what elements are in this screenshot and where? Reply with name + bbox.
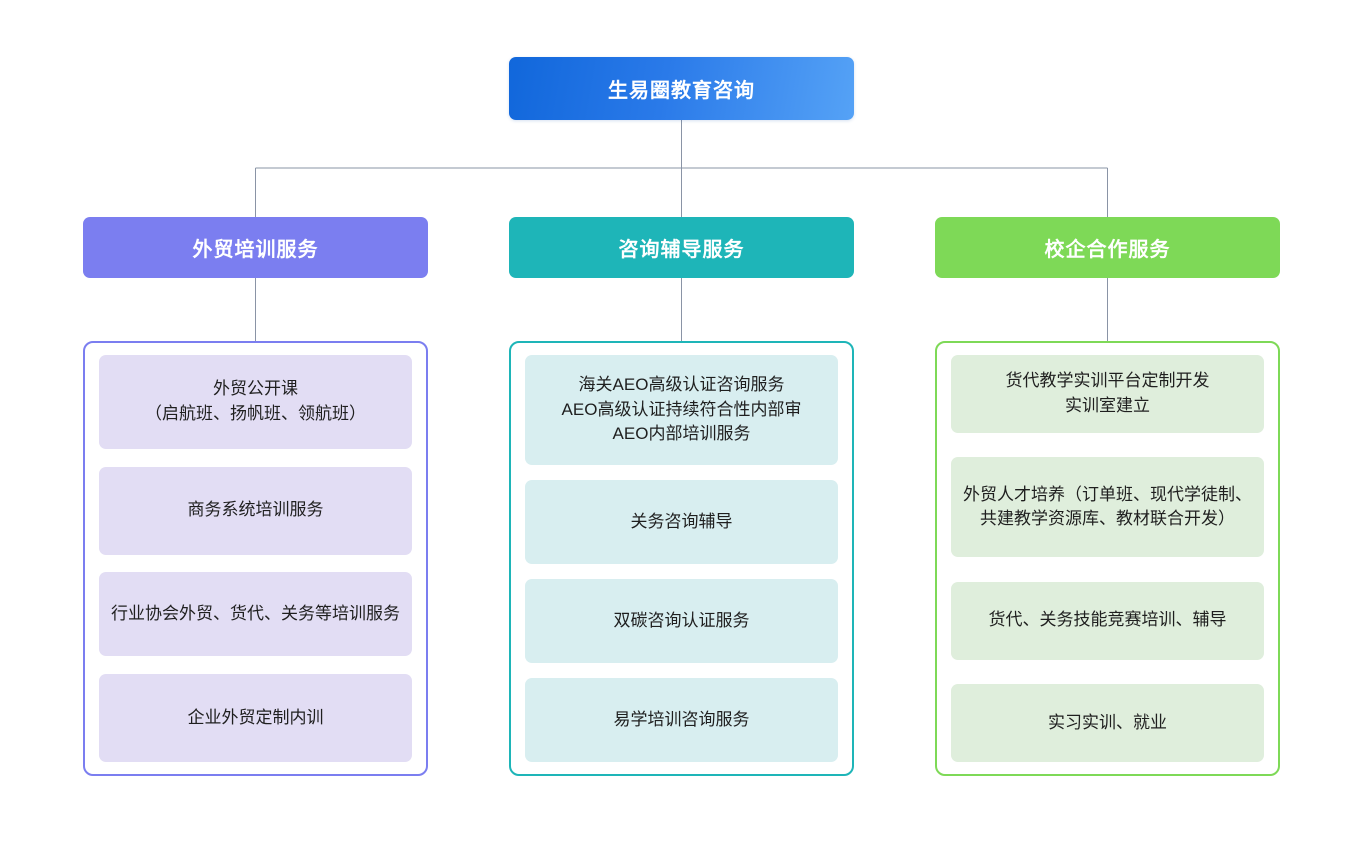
branch-header-2[interactable]: 咨询辅导服务 [509,217,854,278]
leaf-item[interactable]: 双碳咨询认证服务 [525,579,838,663]
branch-body-3: 货代教学实训平台定制开发 实训室建立 外贸人才培养（订单班、现代学徒制、共建教学… [935,341,1280,776]
branch-header-label-1: 外贸培训服务 [192,239,319,261]
leaf-item[interactable]: 行业协会外贸、货代、关务等培训服务 [99,572,412,657]
leaf-item[interactable]: 外贸公开课 （启航班、扬帆班、领航班） [99,355,412,449]
leaf-item[interactable]: 海关AEO高级认证咨询服务 AEO高级认证持续符合性内部审 AEO内部培训服务 [525,355,838,465]
branch-header-label-3: 校企合作服务 [1044,239,1171,261]
leaf-item[interactable]: 关务咨询辅导 [525,480,838,564]
leaf-item[interactable]: 易学培训咨询服务 [525,678,838,762]
branch-column-2: 咨询辅导服务 海关AEO高级认证咨询服务 AEO高级认证持续符合性内部审 AEO… [509,217,854,776]
leaf-item[interactable]: 商务系统培训服务 [99,466,412,555]
branch-header-1[interactable]: 外贸培训服务 [83,217,428,278]
branch-column-1: 外贸培训服务 外贸公开课 （启航班、扬帆班、领航班） 商务系统培训服务 行业协会… [83,217,428,776]
branch-column-3: 校企合作服务 货代教学实训平台定制开发 实训室建立 外贸人才培养（订单班、现代学… [935,217,1280,776]
branch-body-1: 外贸公开课 （启航班、扬帆班、领航班） 商务系统培训服务 行业协会外贸、货代、关… [83,341,428,776]
leaf-item[interactable]: 实习实训、就业 [951,683,1264,762]
leaf-item[interactable]: 货代、关务技能竞赛培训、辅导 [951,581,1264,660]
root-node-label: 生易圈教育咨询 [608,80,755,102]
leaf-item[interactable]: 外贸人才培养（订单班、现代学徒制、共建教学资源库、教材联合开发） [951,457,1264,558]
leaf-item[interactable]: 企业外贸定制内训 [99,673,412,762]
branch-header-3[interactable]: 校企合作服务 [935,217,1280,278]
root-node[interactable]: 生易圈教育咨询 [509,57,854,120]
branch-body-2: 海关AEO高级认证咨询服务 AEO高级认证持续符合性内部审 AEO内部培训服务 … [509,341,854,776]
branch-header-label-2: 咨询辅导服务 [618,239,745,261]
leaf-item[interactable]: 货代教学实训平台定制开发 实训室建立 [951,355,1264,433]
